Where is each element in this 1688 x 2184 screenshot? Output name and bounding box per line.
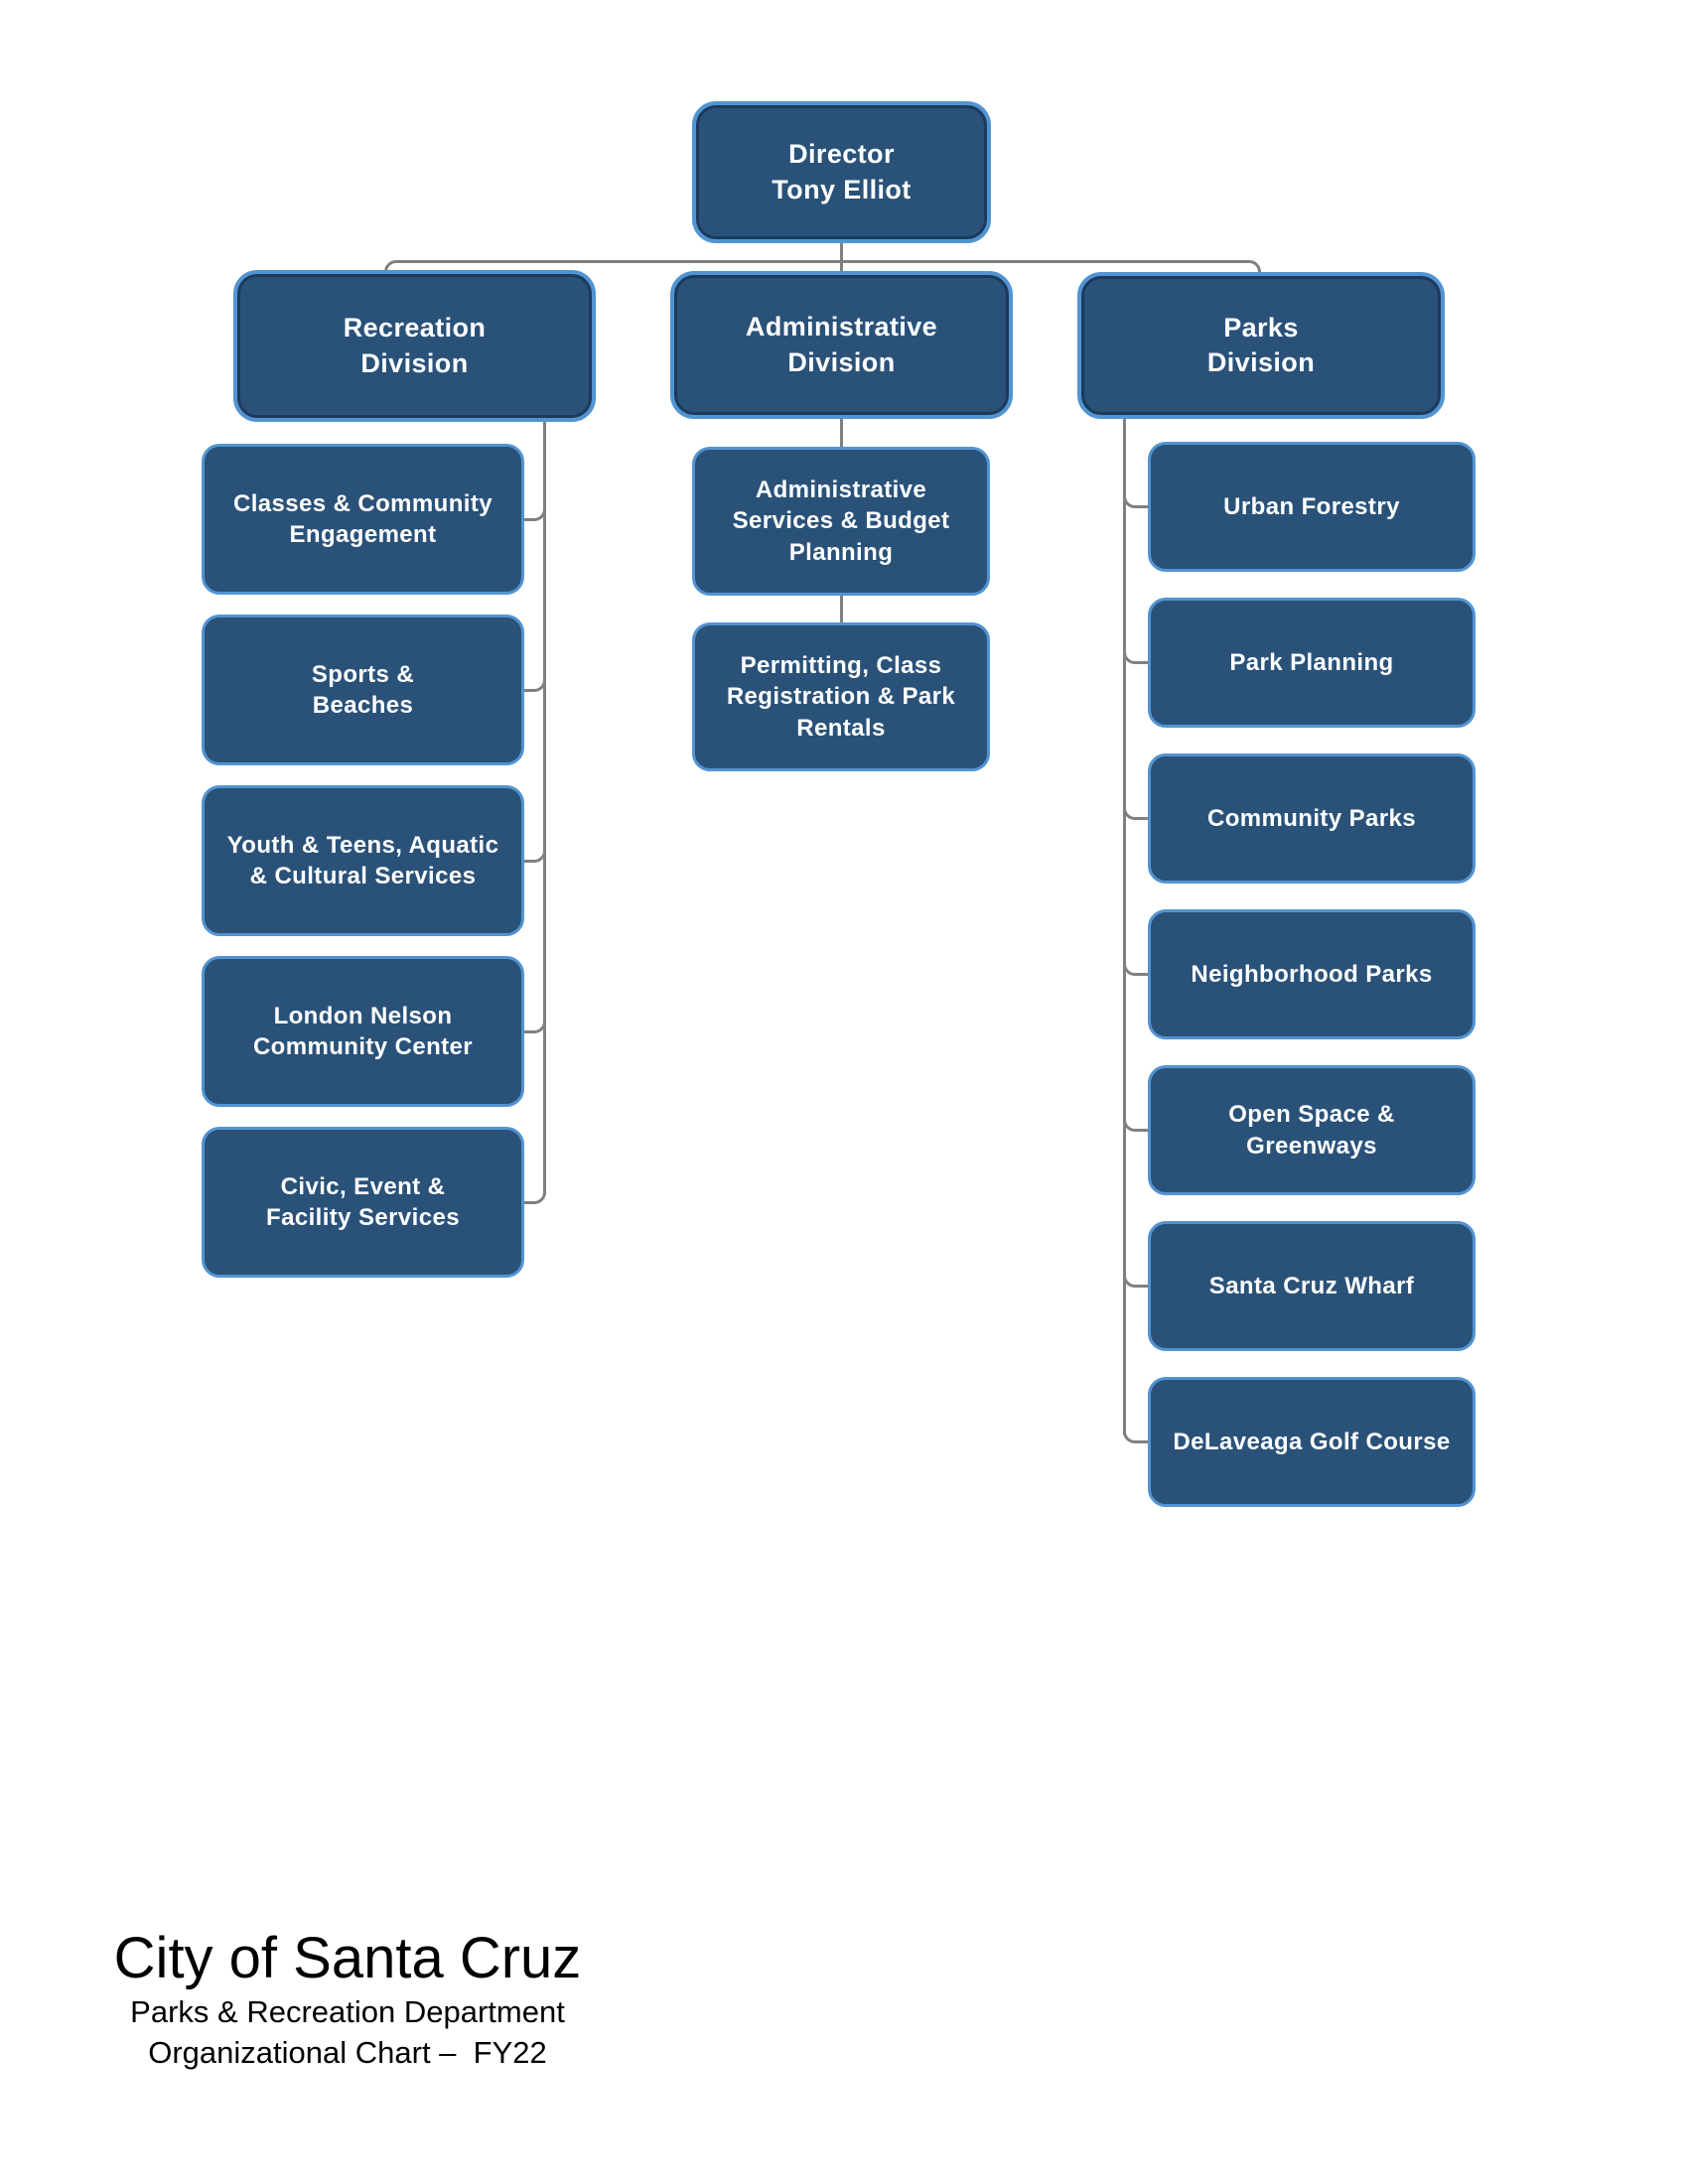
- node-recreation-child-classes: Classes & Community Engagement: [202, 444, 524, 595]
- node-label: Classes & Community Engagement: [232, 489, 492, 548]
- connector-elbow-parks-3: [1123, 806, 1151, 820]
- connector-elbow-recreation-1: [520, 507, 546, 521]
- node-label: DeLaveaga Golf Course: [1173, 1428, 1451, 1455]
- footer-subtitle-chart: Organizational Chart – FY22: [148, 2034, 547, 2070]
- node-division-recreation-label: Recreation Division: [343, 313, 487, 378]
- node-parks-child-open-space: Open Space & Greenways: [1148, 1065, 1476, 1195]
- connector-elbow-recreation-3: [520, 849, 546, 863]
- footer: City of Santa Cruz Parks & Recreation De…: [65, 1926, 631, 2074]
- node-label: Open Space & Greenways: [1228, 1101, 1395, 1160]
- node-label: Administrative Services & Budget Plannin…: [732, 477, 950, 566]
- node-label: London Nelson Community Center: [252, 1002, 474, 1060]
- connector-elbow-recreation-5: [520, 1190, 546, 1204]
- node-parks-child-community-parks: Community Parks: [1148, 753, 1476, 884]
- node-director: Director Tony Elliot: [692, 101, 991, 243]
- node-division-parks-label: Parks Division: [1206, 312, 1316, 377]
- connector-admin-child1-to-child2: [840, 594, 843, 624]
- node-label: Urban Forestry: [1223, 492, 1400, 520]
- node-division-administrative: Administrative Division: [670, 271, 1013, 419]
- node-division-administrative-label: Administrative Division: [745, 312, 938, 377]
- node-recreation-child-sports: Sports & Beaches: [202, 614, 524, 765]
- connector-elbow-parks-6: [1123, 1274, 1151, 1288]
- connector-elbow-recreation-4: [520, 1020, 546, 1033]
- connector-parks-trunk: [1123, 417, 1126, 1435]
- connector-elbow-parks-7: [1123, 1430, 1151, 1443]
- connector-elbow-parks-5: [1123, 1118, 1151, 1132]
- connector-elbow-parks-4: [1123, 962, 1151, 976]
- connector-director-stub: [840, 241, 843, 273]
- node-recreation-child-youth: Youth & Teens, Aquatic & Cultural Servic…: [202, 785, 524, 936]
- footer-title: City of Santa Cruz: [113, 1926, 582, 1990]
- node-parks-child-neighborhood-parks: Neighborhood Parks: [1148, 909, 1476, 1039]
- node-label: Civic, Event & Facility Services: [266, 1172, 460, 1231]
- connector-elbow-parks-2: [1123, 650, 1151, 664]
- node-label: Permitting, Class Registration & Park Re…: [726, 652, 956, 742]
- node-parks-child-delaveaga: DeLaveaga Golf Course: [1148, 1377, 1476, 1507]
- node-recreation-child-civic: Civic, Event & Facility Services: [202, 1127, 524, 1278]
- connector-director-to-divisions: [384, 260, 1261, 274]
- node-recreation-child-london-nelson: London Nelson Community Center: [202, 956, 524, 1107]
- node-label: Neighborhood Parks: [1191, 960, 1433, 988]
- node-director-label: Director Tony Elliot: [772, 139, 912, 205]
- node-label: Community Parks: [1206, 804, 1417, 832]
- footer-subtitle-department: Parks & Recreation Department: [130, 1993, 565, 2029]
- node-label: Park Planning: [1229, 648, 1394, 676]
- node-label: Sports & Beaches: [311, 660, 415, 719]
- connector-recreation-trunk: [543, 420, 546, 1194]
- node-parks-child-urban-forestry: Urban Forestry: [1148, 442, 1476, 572]
- connector-elbow-parks-1: [1123, 494, 1151, 508]
- connector-admin-to-child-1: [840, 417, 843, 449]
- node-division-parks: Parks Division: [1077, 272, 1445, 419]
- node-division-recreation: Recreation Division: [233, 270, 596, 422]
- connector-elbow-recreation-2: [520, 678, 546, 692]
- node-label: Youth & Teens, Aquatic & Cultural Servic…: [226, 831, 499, 889]
- node-admin-child-permitting: Permitting, Class Registration & Park Re…: [692, 622, 990, 771]
- node-parks-child-wharf: Santa Cruz Wharf: [1148, 1221, 1476, 1351]
- node-label: Santa Cruz Wharf: [1208, 1272, 1415, 1299]
- node-parks-child-park-planning: Park Planning: [1148, 598, 1476, 728]
- node-admin-child-services-budget: Administrative Services & Budget Plannin…: [692, 447, 990, 596]
